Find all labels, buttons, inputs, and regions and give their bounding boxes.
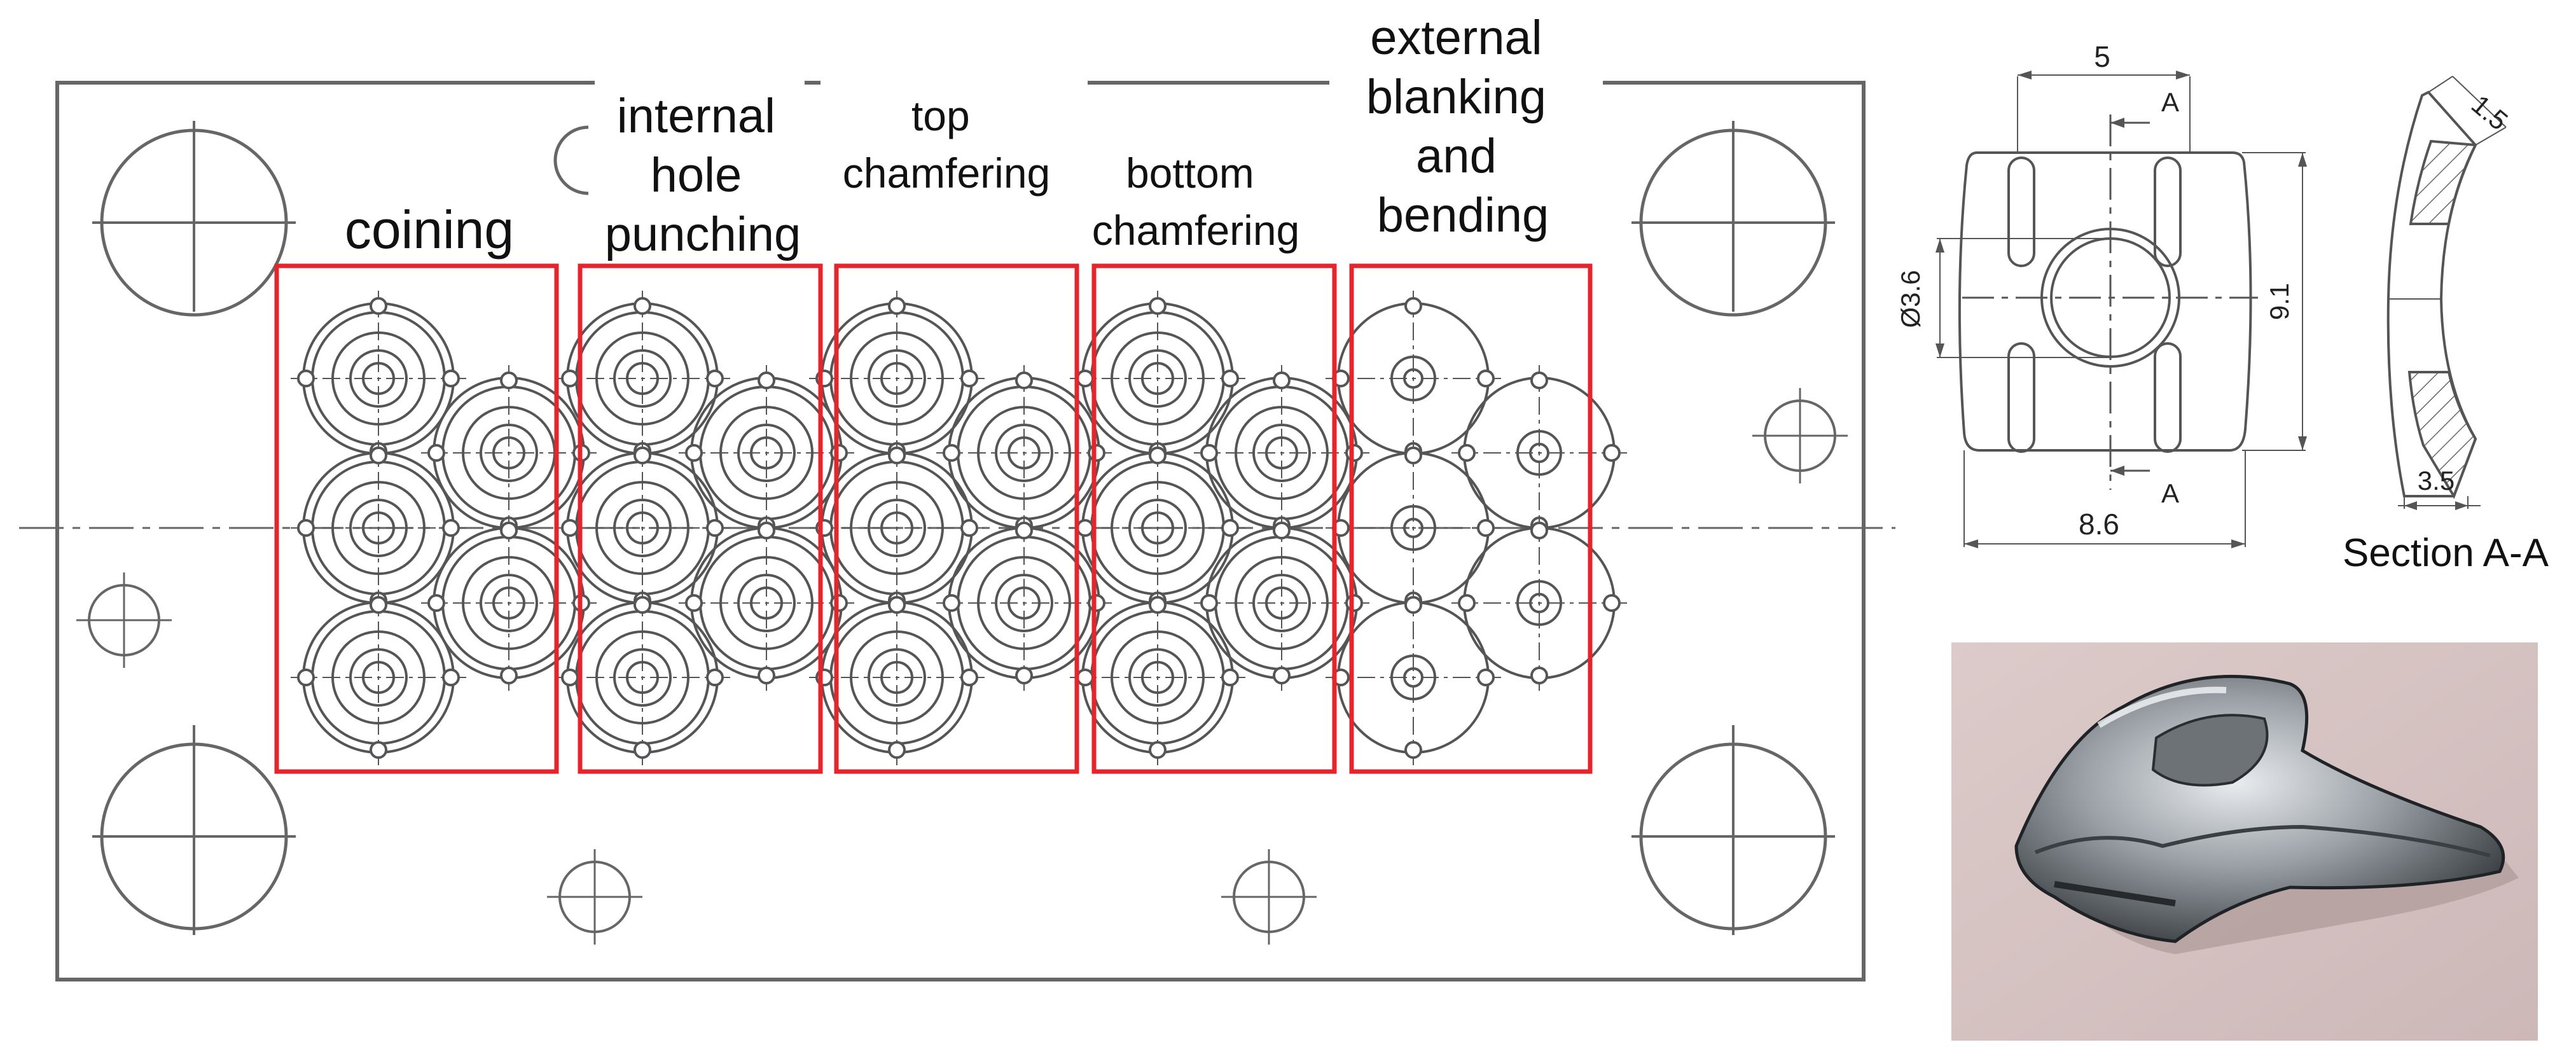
pilot-hole-left xyxy=(76,572,172,668)
slot-top-left xyxy=(2007,156,2035,267)
part-photo xyxy=(1951,642,2538,1041)
corner-bore-top-left xyxy=(92,121,296,317)
station-label-external-blanking-and-bending: external blanking and bending xyxy=(1366,11,1560,242)
station-boxes xyxy=(274,263,1593,774)
punch-blank-22 xyxy=(1326,590,1501,765)
punch-grid xyxy=(291,291,1627,765)
corner-bore-bottom-right xyxy=(1631,725,1835,935)
part-drawing-top-view xyxy=(1935,71,2307,548)
punch-punch-8 xyxy=(679,365,854,541)
station-box-coining xyxy=(274,263,559,774)
section-hatch-bottom xyxy=(2407,371,2477,499)
slot-top-right xyxy=(2154,156,2182,267)
dimension-section-base: 3.5 xyxy=(2418,466,2455,496)
die-plate xyxy=(19,81,1895,981)
punch-coin-4 xyxy=(421,515,597,691)
punch-punch-7 xyxy=(555,590,730,765)
die-plate-outline xyxy=(55,81,1866,981)
punch-blank-24 xyxy=(1451,515,1627,691)
punch-bottom-19 xyxy=(1194,515,1369,691)
dimension-height: 9.1 xyxy=(2264,283,2294,320)
section-hatch-top xyxy=(2409,139,2478,225)
station-box-bottom-chamfering xyxy=(1091,263,1337,774)
section-marker-bottom: A xyxy=(2161,478,2179,508)
punch-bottom-17 xyxy=(1070,590,1245,765)
section-caption: Section A-A xyxy=(2343,531,2549,575)
part-outline xyxy=(1958,151,2252,452)
station-label-internal-hole-punching: internal hole punching xyxy=(605,89,801,261)
punch-top-14 xyxy=(936,515,1112,691)
punch-bottom-18 xyxy=(1194,365,1369,541)
section-marker-top: A xyxy=(2161,87,2179,117)
station-box-external-blanking-and-bending xyxy=(1349,263,1593,774)
part-drawing-dimension-labels: 5 A Ø3.6 9.1 A 8.6 xyxy=(1895,40,2294,541)
dimension-hole-diameter: Ø3.6 xyxy=(1895,270,1925,328)
section-view xyxy=(2386,76,2507,510)
slot-bottom-right xyxy=(2154,342,2182,453)
dimension-width-bottom: 8.6 xyxy=(2079,508,2119,541)
photo-part-hole xyxy=(2151,714,2269,787)
punch-coin-0 xyxy=(291,291,466,466)
dimension-width-top: 5 xyxy=(2094,40,2110,73)
half-circle-mark xyxy=(553,125,589,195)
photo-part-slot xyxy=(2054,881,2176,906)
station-label-backgrounds xyxy=(595,0,1603,95)
station-label-bottom-chamfering: bottom chamfering xyxy=(1092,149,1300,254)
photo-part-body xyxy=(2014,674,2505,943)
punch-blank-23 xyxy=(1451,365,1627,541)
pilot-hole-right xyxy=(1752,388,1848,483)
pilot-hole-bottom-left xyxy=(547,849,642,945)
corner-bore-bottom-left xyxy=(92,725,296,935)
section-profile xyxy=(2386,90,2477,497)
slot-bottom-left xyxy=(2007,342,2035,453)
station-label-top-chamfering: top chamfering xyxy=(843,92,1051,197)
station-box-top-chamfering xyxy=(834,263,1079,774)
station-box-internal-hole-punching xyxy=(578,263,823,774)
punch-coin-2 xyxy=(291,590,466,765)
photo-part-highlight xyxy=(2097,686,2227,728)
punch-coin-3 xyxy=(421,365,597,541)
pilot-hole-bottom-right xyxy=(1221,849,1317,945)
section-view-labels: 1.5 3.5 Section A-A xyxy=(2343,89,2549,575)
corner-bore-top-right xyxy=(1631,121,1835,317)
station-label-coining: coining xyxy=(345,200,514,260)
photo-part-edge xyxy=(2034,824,2491,857)
punch-punch-9 xyxy=(679,515,854,691)
station-labels: coining internal hole punching top chamf… xyxy=(345,11,1560,261)
